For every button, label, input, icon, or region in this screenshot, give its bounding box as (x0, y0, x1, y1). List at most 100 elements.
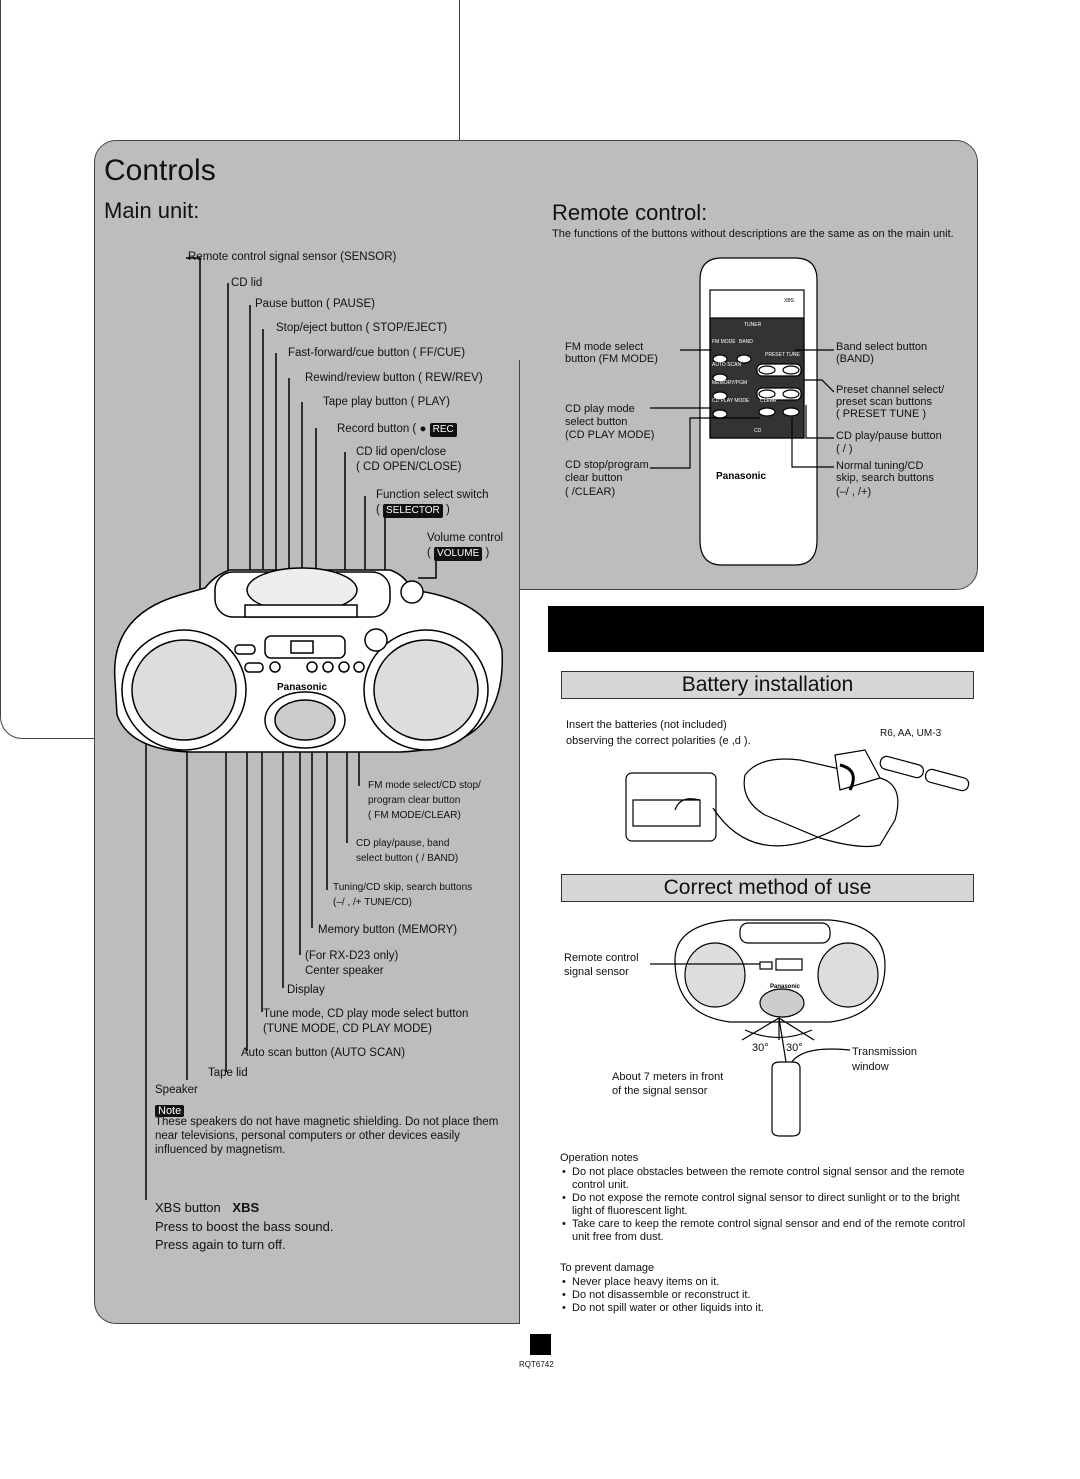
usage-sensor-2: signal sensor (564, 966, 629, 978)
operation-notes-list: Do not place obstacles between the remot… (560, 1166, 976, 1244)
label-auto-scan: Auto scan button (AUTO SCAN) (241, 1047, 406, 1059)
label-selector: ( SELECTOR ) (376, 504, 450, 518)
label-cd-lid: CD lid (231, 277, 263, 289)
damage-title: To prevent damage (560, 1262, 655, 1274)
remote-auto-scan-label: AUTO SCAN (712, 362, 741, 368)
remote-fm-2: button (FM MODE) (565, 353, 658, 365)
remote-tuner-label: TUNER (744, 322, 762, 328)
battery-text-1: Insert the batteries (not included) (566, 719, 727, 731)
label-tuning-2: (–/ , /+ TUNE/CD) (333, 897, 412, 908)
label-speaker: Speaker (155, 1084, 198, 1096)
label-pause: Pause button ( PAUSE) (255, 298, 375, 310)
label-sensor: Remote control signal sensor (SENSOR) (188, 251, 397, 263)
label-cd-open-key: ( CD OPEN/CLOSE) (356, 461, 462, 473)
label-record-text: Record button ( (337, 423, 417, 435)
remote-stop-2: clear button (565, 472, 623, 484)
label-volume: Volume control (427, 532, 504, 544)
label-fm-mode-2: program clear button (368, 795, 461, 806)
remote-xbs-label: XBS (784, 298, 795, 304)
remote-preset-1: Preset channel select/ (836, 384, 945, 396)
remote-heading: Remote control: (552, 200, 708, 225)
label-fm-mode-3: ( FM MODE/CLEAR) (368, 810, 461, 821)
remote-stop-3: ( /CLEAR) (565, 486, 616, 498)
window-2: window (852, 1061, 889, 1073)
usage-sensor-1: Remote control (564, 952, 639, 964)
xbs-label: XBS button XBS (155, 1200, 259, 1215)
damage-list: Never place heavy items on it. Do not di… (560, 1276, 976, 1315)
window-1: Transmission (852, 1046, 917, 1058)
remote-normal-1: Normal tuning/CD (836, 460, 924, 472)
label-volume-key: ( VOLUME ) (427, 547, 490, 561)
xbs-line2: Press again to turn off. (155, 1237, 286, 1252)
angle-right: 30° (786, 1042, 803, 1054)
distance-2: of the signal sensor (612, 1085, 708, 1097)
label-cd-open: CD lid open/close (356, 446, 447, 458)
label-tune-mode-1: Tune mode, CD play mode select button (263, 1008, 469, 1020)
operation-note: Do not expose the remote control signal … (560, 1192, 976, 1218)
remote-fm-1: FM mode select (565, 341, 644, 353)
section-header-bar (548, 606, 984, 652)
remote-band-1: Band select button (836, 341, 928, 353)
label-fm-mode-1: FM mode select/CD stop/ (368, 780, 481, 791)
operation-note: Take care to keep the remote control sig… (560, 1218, 976, 1244)
remote-cdmode-1: CD play mode (565, 403, 635, 415)
remote-fm-mode-label: FM MODE (712, 339, 736, 345)
damage-note: Do not disassemble or reconstruct it. (560, 1289, 976, 1302)
remote-preset-3: ( PRESET TUNE ) (836, 408, 927, 420)
label-record: Record button ( ● REC (337, 422, 457, 437)
damage-note: Never place heavy items on it. (560, 1276, 976, 1289)
remote-cd-label: CD (754, 428, 762, 434)
footer-code: RQT6742 (519, 1360, 554, 1369)
label-ff-cue: Fast-forward/cue button ( FF/CUE) (288, 347, 466, 359)
label-stop-eject: Stop/eject button ( STOP/EJECT) (276, 322, 448, 334)
main-unit-heading: Main unit: (104, 198, 200, 223)
label-tune-mode-2: (TUNE MODE, CD PLAY MODE) (263, 1023, 432, 1035)
distance-1: About 7 meters in front (612, 1071, 724, 1083)
battery-text-2: observing the correct polarities (e ,d )… (566, 735, 751, 747)
remote-preset-2: preset scan buttons (836, 396, 933, 408)
label-tuning-1: Tuning/CD skip, search buttons (333, 882, 473, 893)
label-play: Tape play button ( PLAY) (323, 396, 450, 408)
label-center-2: Center speaker (305, 965, 384, 977)
remote-normal-2: skip, search buttons (836, 472, 934, 484)
volume-key: VOLUME (434, 547, 483, 561)
page-number-box (530, 1334, 551, 1355)
damage-note: Do not spill water or other liquids into… (560, 1302, 976, 1315)
xbs-line1: Press to boost the bass sound. (155, 1219, 334, 1234)
rec-key: REC (429, 423, 457, 437)
label-cd-play-1: CD play/pause, band (356, 838, 450, 849)
remote-stop-1: CD stop/program (565, 459, 649, 471)
remote-band-label: BAND (739, 339, 753, 345)
remote-brand: Panasonic (716, 471, 766, 482)
label-display: Display (287, 984, 325, 996)
remote-cdmode-3: (CD PLAY MODE) (565, 429, 655, 441)
label-cd-play-2: select button ( / BAND) (356, 853, 459, 864)
note-badge: Note (155, 1101, 185, 1119)
remote-cdmode-2: select button (565, 416, 628, 428)
page-title: Controls (104, 154, 216, 187)
battery-heading: Battery installation (561, 671, 974, 699)
boombox-brand: Panasonic (277, 682, 327, 693)
xbs-key: XBS (232, 1200, 260, 1215)
xbs-label-text: XBS button (155, 1200, 221, 1215)
correct-use-heading: Correct method of use (561, 874, 974, 902)
remote-normal-3: (–/ , /+) (836, 486, 872, 498)
remote-band-2: (BAND) (836, 353, 874, 365)
remote-cd-play-mode-label: CD PLAY MODE (712, 398, 750, 404)
label-function-switch: Function select switch (376, 489, 489, 501)
note-text: These speakers do not have magnetic shie… (155, 1116, 499, 1156)
main-unit-panel (94, 360, 520, 1324)
label-tape-lid: Tape lid (208, 1067, 248, 1079)
label-memory: Memory button (MEMORY) (318, 924, 458, 936)
usage-brand: Panasonic (770, 984, 801, 990)
remote-clear-label: CLEAR (760, 398, 777, 404)
remote-cdpp-1: CD play/pause button (836, 430, 942, 442)
remote-preset-tune-label: PRESET TUNE (765, 352, 800, 358)
label-center-1: (For RX-D23 only) (305, 950, 399, 962)
angle-left: 30° (752, 1042, 769, 1054)
label-rew-rev: Rewind/review button ( REW/REV) (305, 372, 483, 384)
